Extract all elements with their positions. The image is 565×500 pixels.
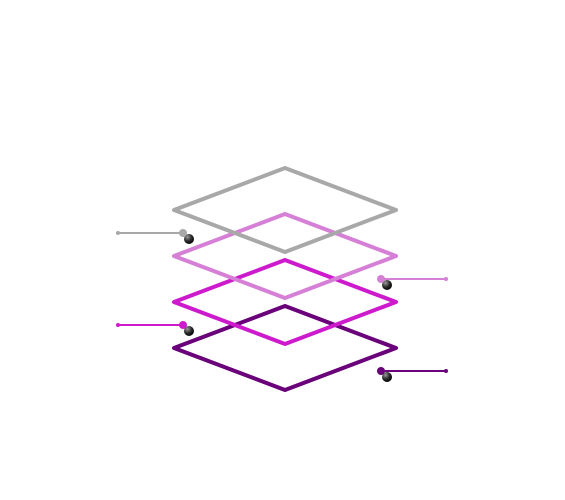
layer-1-callout [116, 229, 194, 244]
layer-4-callout-end-dot [444, 369, 448, 373]
layer-4-callout-knob [377, 367, 385, 375]
layer-2-diamond [172, 212, 398, 300]
layer-2-callout [377, 275, 448, 290]
layer-4-callout-knob-shadow [382, 372, 392, 382]
layer-2-callout-knob-shadow [382, 280, 392, 290]
callouts-group [116, 229, 448, 382]
layer-1-callout-knob-shadow [184, 234, 194, 244]
layer-3-callout-knob-shadow [184, 326, 194, 336]
layer-2-callout-knob [377, 275, 385, 283]
layer-1-callout-knob [179, 229, 187, 237]
layer-2-callout-end-dot [444, 277, 448, 281]
layer-3-diamond [172, 258, 398, 346]
layer-1-callout-end-dot [116, 231, 120, 235]
layer-1-diamond [172, 166, 398, 254]
layer-3-callout-end-dot [116, 323, 120, 327]
layer-3-callout-knob [179, 321, 187, 329]
layers-group [172, 166, 398, 392]
layer-4-diamond [172, 304, 398, 392]
layer-4-callout [377, 367, 448, 382]
layer-3-callout [116, 321, 194, 336]
